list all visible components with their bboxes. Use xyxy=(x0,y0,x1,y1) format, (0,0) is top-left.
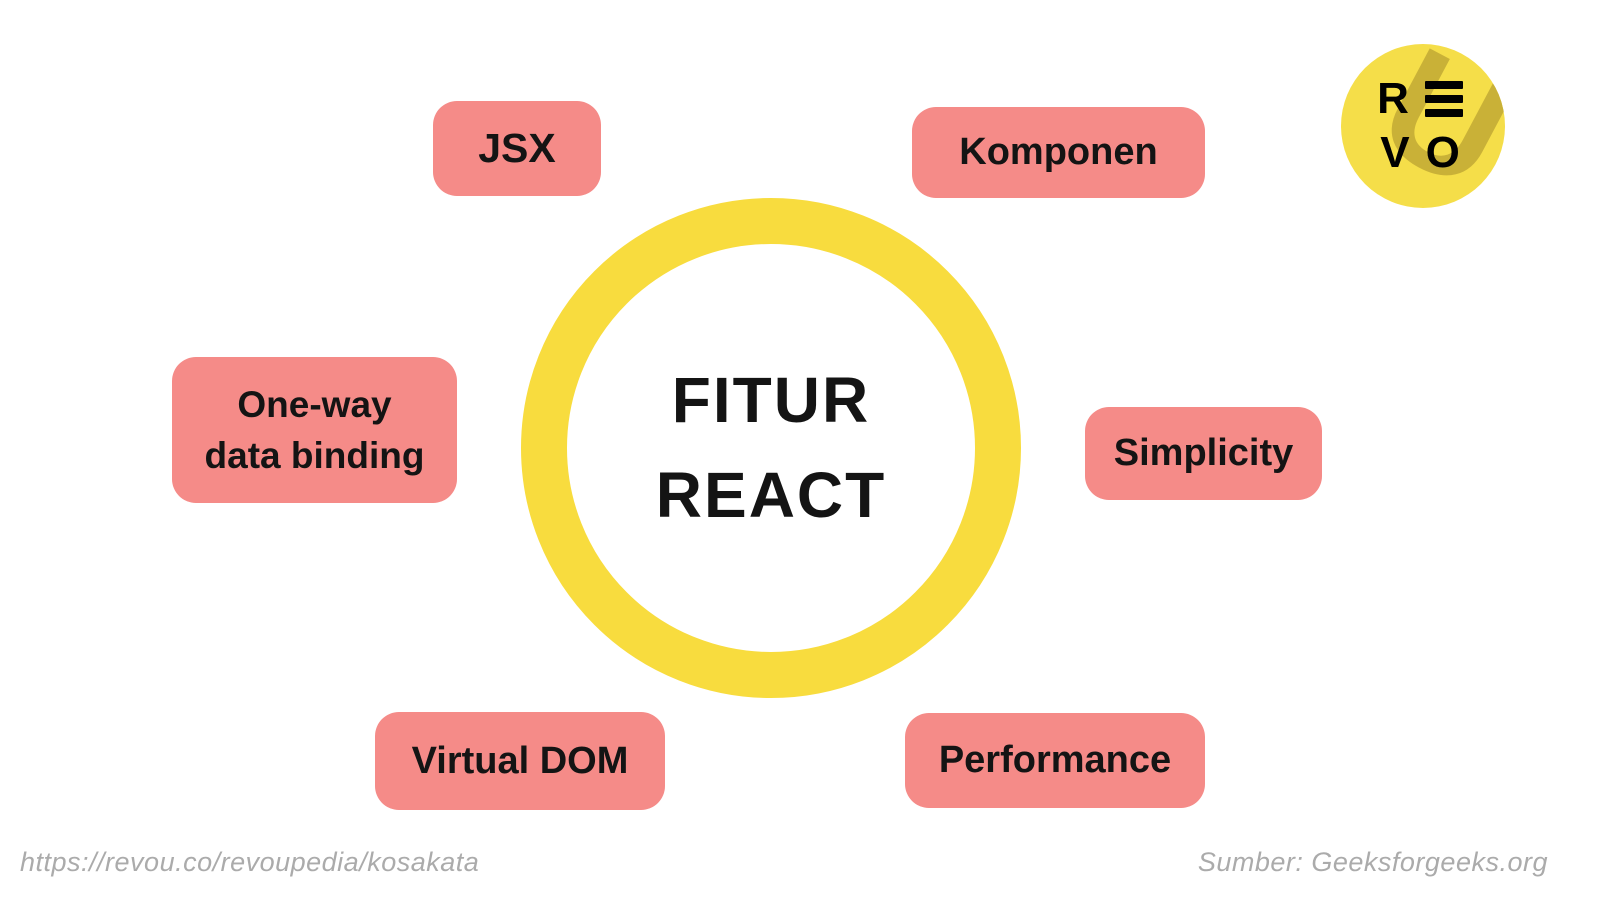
revou-logo-letter-r: R xyxy=(1377,74,1409,123)
feature-label-one-way-line2: data binding xyxy=(204,435,425,476)
revou-logo-letter-e-bars-icon xyxy=(1424,81,1463,117)
feature-box-komponen: Komponen xyxy=(912,107,1205,198)
revou-logo: U R V O xyxy=(1341,44,1505,208)
revou-logo-letters: R V O xyxy=(1341,44,1505,208)
feature-box-jsx: JSX xyxy=(433,101,601,196)
feature-label-virtual-dom: Virtual DOM xyxy=(411,739,629,782)
feature-label-performance: Performance xyxy=(938,739,1172,781)
page-title-line1: FITUR xyxy=(671,364,871,437)
feature-label-one-way-line1: One-way xyxy=(237,383,392,425)
feature-box-performance: Performance xyxy=(905,713,1205,808)
feature-box-virtual-dom: Virtual DOM xyxy=(375,712,665,810)
center-circle-fitur-react: FITUR REACT xyxy=(521,198,1021,698)
revou-logo-row-bottom: V O xyxy=(1380,131,1460,175)
revou-logo-letter-v: V xyxy=(1380,128,1410,177)
page-title: FITUR REACT xyxy=(656,353,886,542)
feature-box-one-way-data-binding: One-way data binding xyxy=(172,357,457,503)
revou-logo-letter-o: O xyxy=(1425,128,1460,177)
footer-source-url: https://revou.co/revoupedia/kosakata xyxy=(20,847,480,877)
revou-logo-row-top: R xyxy=(1377,77,1463,121)
feature-label-one-way-data-binding: One-way data binding xyxy=(205,379,425,481)
page-title-line2: REACT xyxy=(655,459,887,531)
footer-source-credit: Sumber: Geeksforgeeks.org xyxy=(1197,847,1548,877)
feature-box-simplicity: Simplicity xyxy=(1085,407,1322,500)
feature-label-jsx: JSX xyxy=(478,125,556,171)
feature-label-simplicity: Simplicity xyxy=(1113,432,1294,474)
feature-label-komponen: Komponen xyxy=(959,131,1158,173)
